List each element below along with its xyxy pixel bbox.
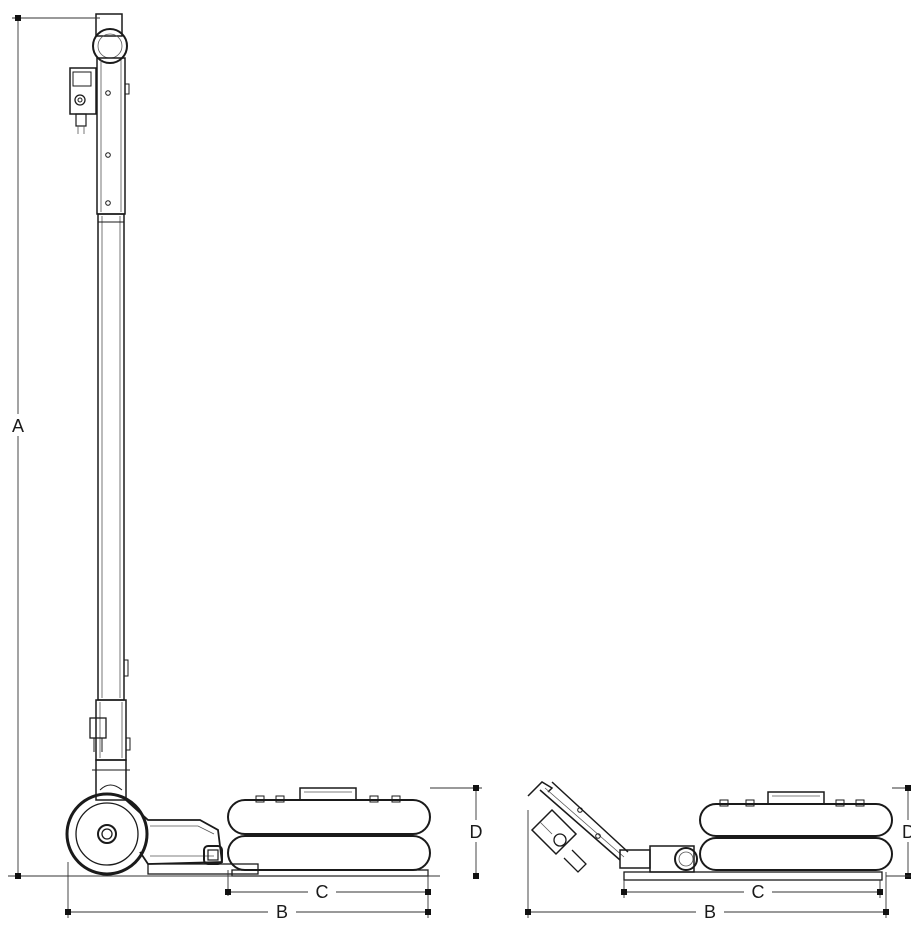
control-valve [69, 67, 97, 134]
label-b-left: B [276, 902, 288, 920]
dimension-labels: A D C B D C B [12, 416, 911, 922]
folded-hub [619, 845, 883, 881]
handle-top [92, 13, 130, 215]
handle-joint [89, 699, 131, 761]
jack-folded-view [527, 781, 893, 881]
dimension-c-left [225, 870, 431, 896]
label-d-left: D [470, 822, 483, 842]
folded-control-valve [530, 808, 587, 873]
wheel [65, 792, 149, 876]
label-b-right: B [704, 902, 716, 920]
dimension-d-left [430, 785, 482, 879]
dimension-lines [8, 15, 911, 918]
dimension-b-right [525, 810, 889, 918]
dimension-b-left [65, 862, 431, 918]
dimension-a [8, 15, 440, 879]
folded-air-bellows [699, 791, 893, 871]
dimension-c-right [621, 880, 883, 898]
handle-tube [97, 213, 129, 701]
label-a: A [12, 416, 24, 436]
label-c-right: C [752, 882, 765, 902]
label-c-left: C [316, 882, 329, 902]
label-d-right: D [902, 822, 911, 842]
air-bellows [227, 787, 431, 877]
jack-upright-view [65, 13, 431, 877]
folded-handle [527, 781, 629, 861]
dimension-d-right [886, 785, 911, 879]
